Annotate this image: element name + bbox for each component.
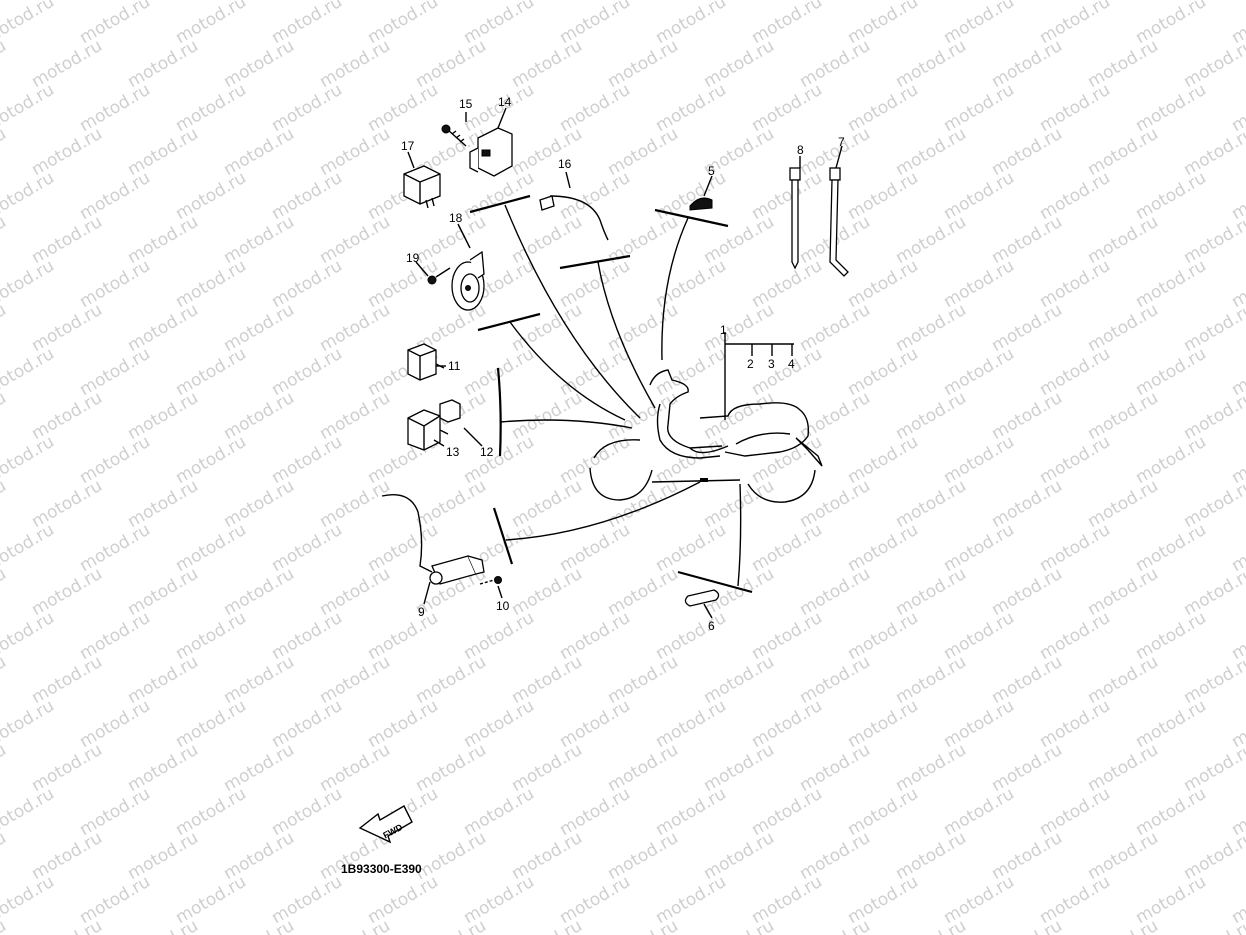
bracket-6: [677, 570, 753, 594]
callout-6: 6: [708, 619, 715, 633]
callout-4: 4: [788, 357, 795, 371]
part-17-relay: [403, 165, 441, 209]
callout-14: 14: [498, 95, 512, 109]
diagram-code: 1B93300-E390: [341, 862, 422, 876]
body-line: [735, 432, 791, 445]
callout-1: 1: [720, 323, 727, 337]
part-7-cable-tie: [829, 167, 849, 277]
harness-callout-tree: [725, 343, 794, 356]
part-16-wire: [539, 195, 609, 241]
callout-16: 16: [558, 157, 572, 171]
part-15-bolt: [441, 124, 467, 147]
leader-9: [505, 481, 701, 541]
bracket-5: [654, 208, 729, 228]
callout-ticks: [407, 107, 843, 619]
part-5-grommet: [689, 197, 713, 211]
leader-relays: [499, 419, 633, 429]
leader-16: [597, 261, 656, 409]
scooter-outline: [589, 332, 823, 503]
bracket-relays: [496, 367, 502, 457]
part-11-relay: [407, 343, 445, 381]
callout-2: 2: [747, 357, 754, 371]
part-9-sensor: [381, 494, 485, 585]
callout-13: 13: [446, 445, 460, 459]
bracket-9: [492, 507, 514, 565]
callout-15: 15: [459, 97, 473, 111]
leader-5: [661, 217, 689, 361]
callout-18: 18: [449, 211, 463, 225]
harness-front: [689, 445, 729, 454]
callout-3: 3: [768, 357, 775, 371]
leader-18: [509, 321, 626, 421]
callout-7: 7: [838, 135, 845, 149]
bracket-18: [477, 312, 541, 332]
callout-8: 8: [797, 143, 804, 157]
part-18-horn: [451, 250, 485, 311]
seat-body: [699, 402, 810, 457]
front-shield: [649, 369, 723, 449]
callout-12: 12: [480, 445, 494, 459]
floorboard: [651, 479, 741, 483]
callout-5: 5: [708, 164, 715, 178]
fwd-arrow: FWD: [358, 805, 413, 844]
part-14-relay-box: [469, 127, 513, 177]
callout-9: 9: [418, 605, 425, 619]
front-fender: [593, 439, 641, 459]
rear-wheel: [747, 469, 816, 503]
callout-11: 11: [448, 359, 461, 373]
leader-lines: [469, 194, 753, 594]
bracket-16: [559, 254, 631, 270]
part-12-13-relays: [407, 399, 461, 451]
callout-17: 17: [401, 139, 415, 153]
bracket-top-left: [469, 194, 531, 214]
callout-19: 19: [406, 251, 420, 265]
callout-10: 10: [496, 599, 510, 613]
tail-light: [795, 437, 823, 467]
front-wheel: [589, 467, 653, 501]
part-8-cable-tie: [789, 167, 801, 270]
part-6-sleeve: [684, 589, 720, 607]
leader-top-left: [504, 204, 641, 419]
leg-shield: [656, 403, 721, 459]
harness-connector: [700, 478, 708, 482]
part-19-bolt: [427, 267, 451, 285]
part-10-screw: [479, 576, 502, 585]
leader-6: [737, 483, 742, 587]
